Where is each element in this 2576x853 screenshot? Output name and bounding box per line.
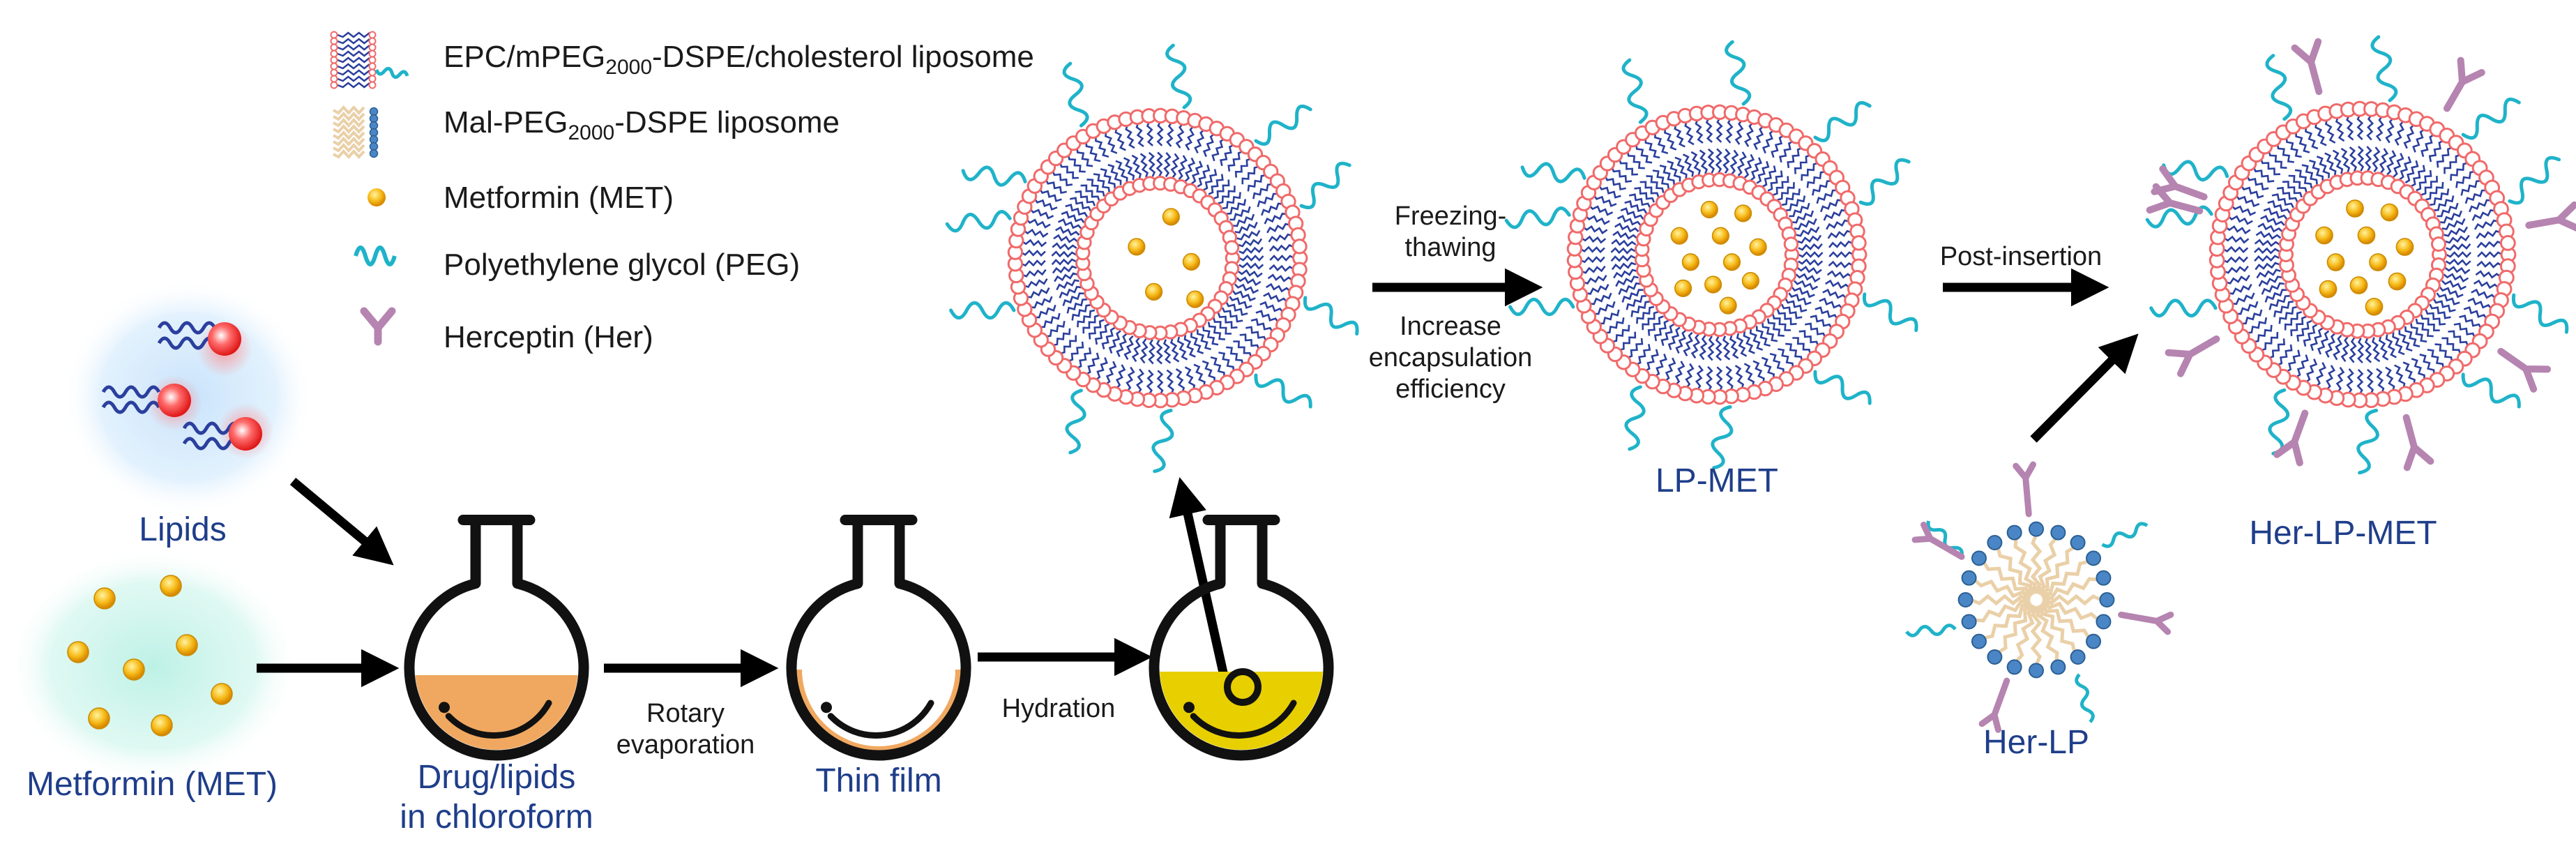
flask-drug-lipids [404,515,589,761]
liposomes [945,35,2576,733]
process-arrows [257,268,2139,699]
metformin-label: Metformin (MET) [26,766,278,803]
arrow-herlp-up [2030,333,2139,443]
lp-met-label: LP-MET [1656,462,1778,499]
her-lp-particle [1905,461,2174,733]
her-lp-label: Her-LP [1983,724,2089,761]
flask-hydration [1149,515,1334,761]
legend-mal-liposome-icon [333,105,379,159]
liposome-her-lp-met [2145,35,2576,475]
legend-peg-icon [354,246,397,266]
flask-thin-film [786,515,971,761]
drug-lipids-line1: Drug/lipids [418,759,576,796]
legend-liposome-icon [330,31,409,89]
legend-liposome-label: EPC/mPEG2000-DSPE/cholesterol liposome [444,40,1034,79]
lipids-label: Lipids [139,511,226,548]
increase-line2: encapsulation [1369,343,1533,372]
legend-metformin-icon [368,188,386,206]
lipids-group [63,279,314,516]
increase-line1: Increase [1400,312,1501,341]
legend-herceptin-label: Herceptin (Her) [444,320,653,354]
legend: EPC/mPEG2000-DSPE/cholesterol liposome M… [330,31,1034,354]
legend-mal-liposome-label: Mal-PEG2000-DSPE liposome [444,105,840,144]
flasks [404,515,1334,761]
hydration-label: Hydration [1002,694,1116,723]
increase-line3: efficiency [1395,375,1506,404]
freezing-line2: thawing [1405,233,1497,262]
arrow-lipids-to-flask [289,478,394,566]
legend-peg-label: Polyethylene glycol (PEG) [444,248,800,282]
rotary-line1: Rotary [646,699,725,728]
legend-metformin-label: Metformin (MET) [444,181,674,215]
post-insertion-label: Post-insertion [1940,242,2102,271]
legend-herceptin-icon [360,307,396,346]
drug-lipids-line2: in chloroform [400,799,593,836]
thin-film-label: Thin film [815,762,941,799]
liposome-initial [945,43,1359,474]
liposome-lp-met [1504,40,1918,470]
her-lp-met-label: Her-LP-MET [2249,515,2437,552]
freezing-line1: Freezing- [1395,202,1507,231]
metformin-group [7,548,300,785]
rotary-line2: evaporation [616,730,755,760]
